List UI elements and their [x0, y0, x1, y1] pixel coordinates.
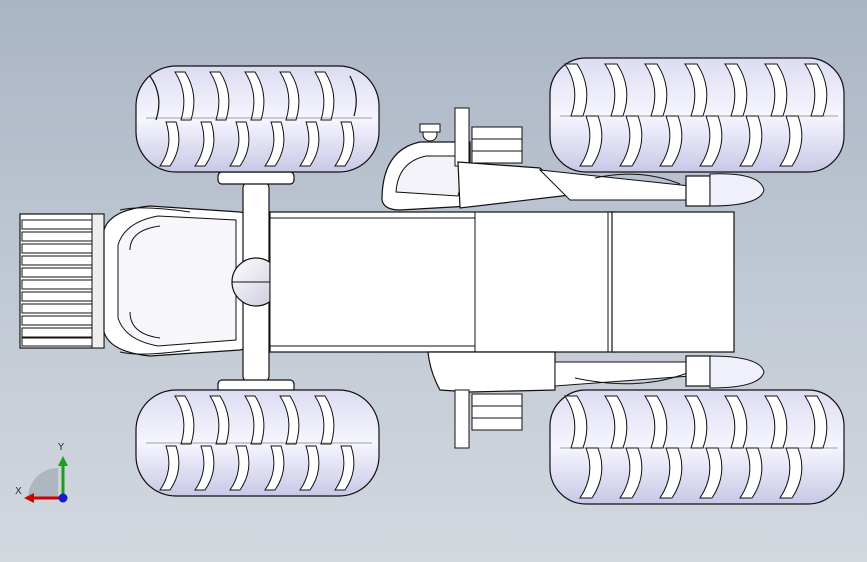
rear-axle[interactable] [685, 173, 765, 389]
front-left-tire[interactable] [135, 65, 380, 173]
chassis-body[interactable] [269, 211, 735, 353]
right-step-platform[interactable] [427, 351, 691, 449]
axis-triad [24, 456, 68, 503]
left-step-platform[interactable] [457, 126, 691, 209]
x-axis-arrowhead [24, 493, 34, 503]
front-hood[interactable] [103, 205, 261, 357]
y-axis-label: Y [58, 442, 65, 453]
front-axle[interactable] [217, 171, 295, 393]
x-axis-label: X [15, 486, 22, 497]
rear-right-tire[interactable] [549, 389, 845, 505]
z-axis-dot [58, 493, 68, 503]
triad-quadrant [28, 468, 58, 498]
front-weight-stack[interactable] [19, 213, 105, 349]
fuel-tank[interactable] [381, 107, 471, 211]
front-right-tire[interactable] [135, 389, 380, 497]
rear-left-tire[interactable] [549, 57, 845, 173]
y-axis-arrowhead [58, 456, 68, 466]
